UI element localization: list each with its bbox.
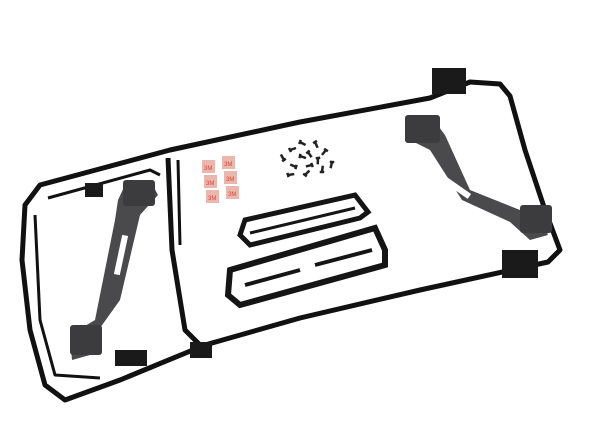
tape: 3M [204,175,217,188]
screw [315,156,321,165]
screw [287,146,297,153]
tape-logo: 3M [206,181,214,187]
screw [321,147,329,156]
tape-logo: 3M [208,196,216,202]
frame-divider [165,157,207,352]
screw [319,165,325,174]
tape: 3M [202,160,215,173]
screw [289,163,298,170]
frame-inner-left [33,168,161,380]
adhesive-tapes: 3M 3M 3M 3M 3M 3M [202,156,239,203]
tape-logo: 3M [228,192,236,198]
screw [305,162,314,168]
screw [286,172,295,178]
tape-logo: 3M [226,177,234,183]
screw [298,153,307,160]
frame-tab-left [85,183,103,197]
frame-mount-right [502,250,538,278]
frame-divider-2 [176,159,182,246]
right-brace [405,115,552,240]
tape-logo: 3M [224,162,232,168]
left-brace [70,180,158,360]
screw [302,169,311,178]
upper-tray [237,192,372,248]
screw [298,139,307,147]
screw [279,153,287,163]
frame-mount-top [432,68,466,94]
tape: 3M [226,186,239,199]
frame-tab-mid [190,342,212,358]
frame-tab-bottom [115,350,147,366]
lower-tray [224,224,388,309]
screws [279,139,335,178]
tape: 3M [206,190,219,203]
tape-logo: 3M [204,166,212,172]
screw [329,160,335,169]
screw [312,139,319,149]
cage-frame [19,68,563,403]
screw [305,149,313,158]
tape: 3M [224,171,237,184]
tape: 3M [222,156,235,169]
